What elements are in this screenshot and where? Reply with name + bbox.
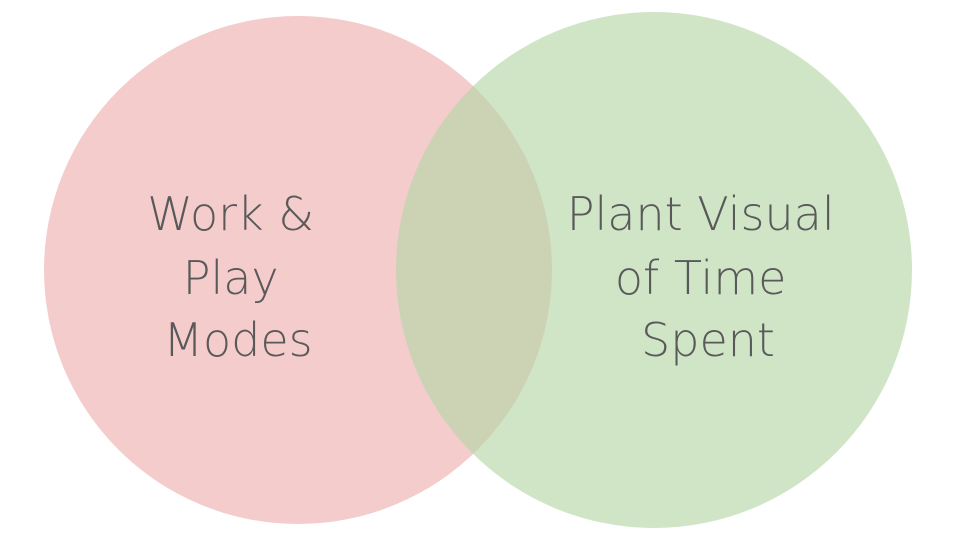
- left-circle-label: Work & Play Modes: [147, 187, 329, 367]
- right-label-line-2: of Time: [615, 251, 787, 305]
- left-circle: [44, 16, 552, 524]
- right-label-line-1: Plant Visual: [567, 187, 835, 241]
- left-label-line-1: Work &: [147, 187, 314, 241]
- right-circle-label: Plant Visual of Time Spent: [567, 187, 849, 367]
- left-label-line-3: Modes: [163, 313, 312, 367]
- left-label-line-2: Play: [183, 251, 279, 305]
- right-circle: [396, 12, 912, 528]
- right-label-line-3: Spent: [641, 313, 775, 367]
